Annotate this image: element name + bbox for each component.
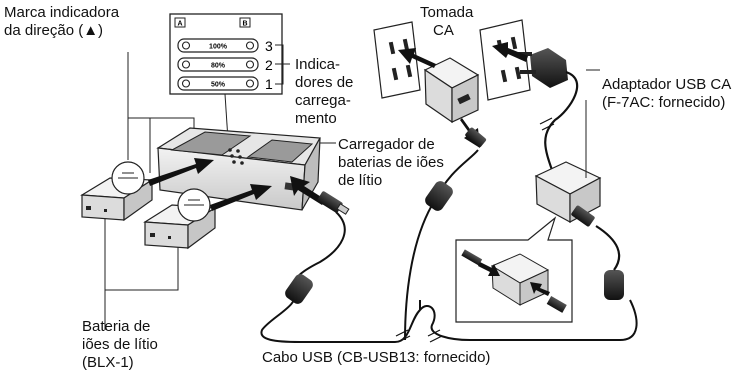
outlet-label-line2: CA (433, 22, 454, 39)
ac-power-plug (492, 42, 600, 171)
outlet-label-line1: Tomada (420, 4, 474, 21)
indicator-panel: A B 100% 80% 50% 3 2 1 (169, 13, 290, 141)
direction-mark-label-line2: da direção (▲) (4, 22, 104, 39)
callout-inset (455, 216, 573, 323)
cable-break-marks (395, 117, 555, 343)
indicator-percent-100: 100% (209, 44, 228, 51)
usb-plug-left (317, 191, 350, 215)
usb-cable (260, 149, 638, 343)
slot-a-label: A (177, 21, 182, 28)
indicator-number-2: 2 (265, 57, 273, 73)
charger-label-line3: de lítio (338, 172, 383, 189)
battery-label-line2: iões de lítio (82, 336, 158, 353)
charger-label-line1: Carregador de (338, 136, 435, 153)
charge-indicators-label-line3: carrega- (295, 92, 351, 109)
usb-cable-label: Cabo USB (CB-USB13: fornecido) (262, 349, 491, 366)
usb-adapter-label-line1: Adaptador USB CA (602, 76, 732, 93)
indicator-row-50: 50% (177, 76, 259, 91)
wall-outlet-left (373, 21, 421, 99)
battery-left (80, 161, 154, 222)
slot-b-label: B (242, 21, 247, 28)
charge-indicators-label-line4: mento (295, 110, 337, 127)
charger-label-line2: baterias de iões (338, 154, 444, 171)
direction-mark-label-line1: Marca indicadora (4, 4, 120, 21)
insert-arrows (148, 158, 326, 211)
charger (156, 127, 321, 211)
ferrite-core-right (604, 270, 624, 300)
battery-label-line1: Bateria de (82, 318, 151, 335)
indicator-percent-80: 80% (211, 63, 226, 70)
usb-ac-adapter-corded (534, 100, 621, 271)
indicator-number-3: 3 (265, 38, 273, 54)
ferrite-core-left (285, 274, 313, 304)
usb-adapter-label-line2: (F-7AC: fornecido) (602, 94, 726, 111)
ferrite-core-middle (425, 181, 453, 211)
indicator-row-80: 80% (177, 57, 259, 72)
charge-indicators-label-line1: Indica- (295, 56, 341, 73)
indicator-row-100: 100% (177, 38, 259, 53)
battery-right (143, 188, 217, 250)
charge-indicators-label-line2: dores de (295, 74, 354, 91)
usb-ac-adapter-compact (398, 48, 487, 148)
battery-label-line3: (BLX-1) (82, 354, 134, 371)
indicator-number-1: 1 (265, 76, 273, 92)
wall-outlet-right (479, 19, 531, 101)
indicator-percent-50: 50% (211, 82, 226, 89)
